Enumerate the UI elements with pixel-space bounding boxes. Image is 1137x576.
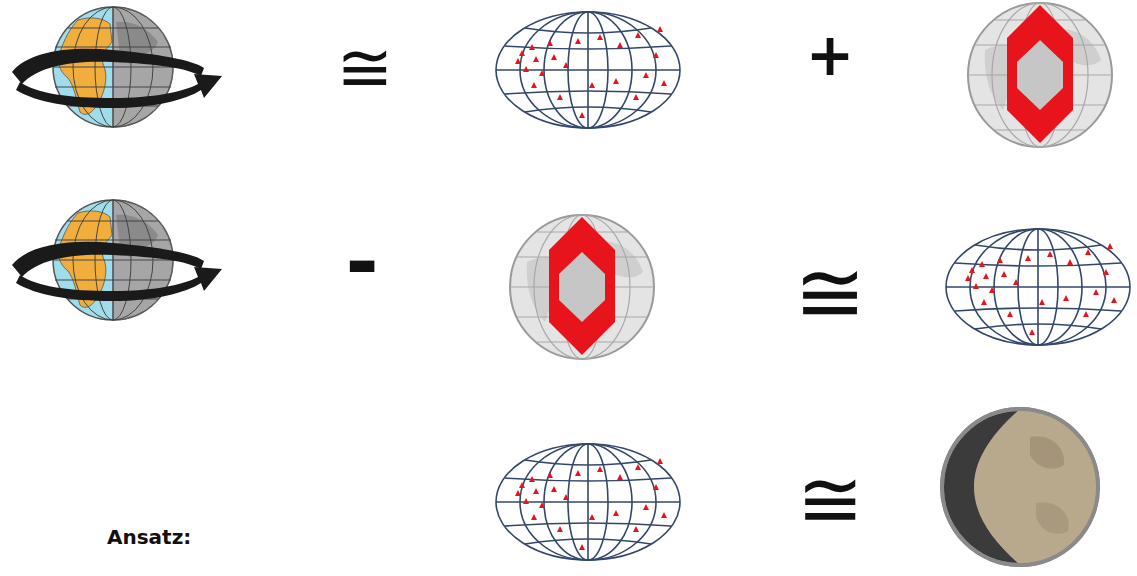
wire-globe xyxy=(496,444,680,560)
wire-globe xyxy=(496,12,680,128)
hexagon-globe xyxy=(968,3,1112,147)
approach-label: Ansatz: xyxy=(107,527,191,547)
rotating-earth xyxy=(12,200,222,320)
moon-image xyxy=(942,409,1098,565)
hexagon-globe xyxy=(510,215,654,359)
plus-symbol: + xyxy=(806,26,855,84)
congruence-symbol: ≅ xyxy=(794,249,866,335)
congruence-symbol: ≅ xyxy=(337,34,394,102)
wire-globe xyxy=(946,229,1130,345)
congruence-symbol: ≅ xyxy=(796,460,863,540)
minus-symbol: - xyxy=(345,222,378,302)
rotating-earth xyxy=(12,7,222,127)
